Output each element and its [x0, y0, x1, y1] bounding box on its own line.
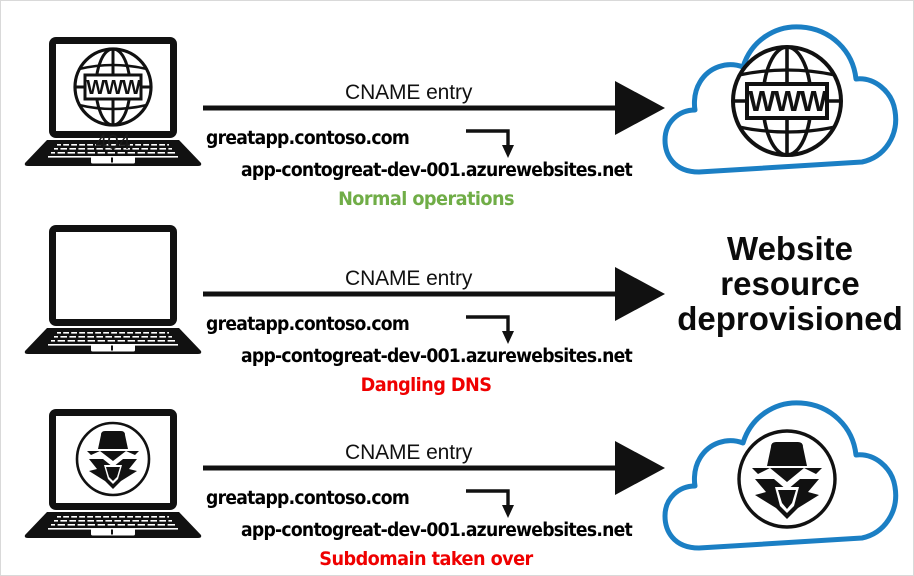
- status-label-normal-operations: Normal operations: [338, 188, 514, 210]
- cloud-with-globe-www-icon: WWW: [659, 7, 907, 193]
- cname-entry-label: CNAME entry: [345, 441, 473, 464]
- cname-entry-label: CNAME entry: [345, 81, 473, 104]
- deprovisioned-line-3: deprovisioned: [677, 300, 903, 337]
- laptop-lid-icon: [49, 225, 177, 326]
- laptop-with-globe-www-icon: WWW: [23, 35, 203, 169]
- svg-text:WWW: WWW: [86, 77, 141, 99]
- status-label-subdomain-taken-over: Subdomain taken over: [319, 548, 533, 570]
- dns-elbow-arrow-icon: [464, 311, 524, 347]
- svg-text:WWW: WWW: [748, 86, 828, 118]
- cname-arrow: [203, 267, 665, 323]
- deprovisioned-line-2: resource: [720, 265, 860, 302]
- dns-target-label: app-contogreat-dev-001.azurewebsites.net: [241, 520, 633, 541]
- cloud-with-hacker-icon: [659, 383, 907, 569]
- laptop-base-icon: [24, 328, 202, 354]
- dns-source-label: greatapp.contoso.com: [206, 128, 410, 149]
- dns-elbow-arrow-icon: [464, 125, 524, 161]
- status-label-dangling-dns: Dangling DNS: [360, 374, 492, 396]
- dns-elbow-arrow-icon: [464, 485, 524, 521]
- laptop-with-hacker-icon: [23, 407, 203, 541]
- diagram-row-normal-operations: WWW CNAME entry greatapp.contoso.com app…: [1, 1, 913, 210]
- dns-source-label: greatapp.contoso.com: [206, 314, 410, 335]
- laptop-base-icon: [24, 512, 202, 538]
- cname-arrow: [203, 441, 665, 497]
- cname-arrow: [203, 81, 665, 137]
- dns-target-label: app-contogreat-dev-001.azurewebsites.net: [241, 346, 633, 367]
- globe-www-icon: WWW: [73, 47, 153, 127]
- laptop-base-icon: [24, 140, 202, 166]
- laptop-screen-404-text: 404: [95, 131, 131, 154]
- cname-entry-label: CNAME entry: [345, 267, 473, 290]
- diagram-row-subdomain-taken-over: CNAME entry greatapp.contoso.com app-con…: [1, 361, 913, 575]
- diagram-row-dangling-dns: 404 CNAME entry greatapp.contoso.com app…: [1, 131, 913, 396]
- dns-source-label: greatapp.contoso.com: [206, 488, 410, 509]
- laptop-with-404-icon: 404: [23, 131, 203, 357]
- dns-target-label: app-contogreat-dev-001.azurewebsites.net: [241, 160, 633, 181]
- hacker-icon: [75, 421, 151, 497]
- deprovisioned-text-block: Website resource deprovisioned: [673, 231, 907, 336]
- deprovisioned-line-1: Website: [727, 230, 853, 267]
